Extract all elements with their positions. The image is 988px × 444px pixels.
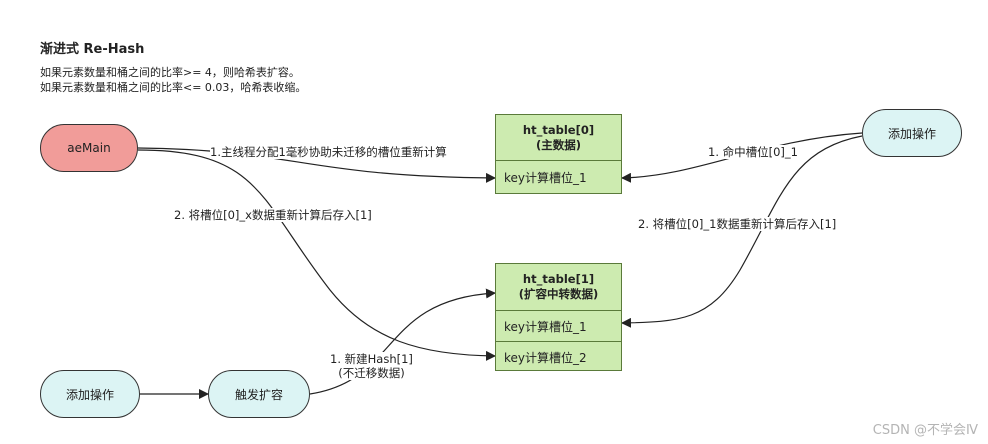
ht-table-0-name: ht_table[0] [522, 122, 595, 137]
watermark: CSDN @不学会Ⅳ [872, 423, 978, 438]
ht-table-0: ht_table[0] (主数据) key计算槽位_1 [495, 114, 622, 194]
edge-label-trigger-line-2: (不迁移数据) [338, 366, 405, 380]
trigger-expand-node: 触发扩容 [208, 370, 310, 418]
ht-table-1-row-2: key计算槽位_2 [504, 350, 587, 365]
edge-label-trigger-line-1: 1. 新建Hash[1] [330, 352, 413, 366]
edge-label-main-to-table0: 1.主线程分配1毫秒协助未迁移的槽位重新计算 [210, 145, 447, 159]
ht-table-1: ht_table[1] (扩容中转数据) key计算槽位_1 key计算槽位_2 [495, 263, 622, 371]
edge-main-to-table0 [137, 147, 496, 183]
edge-label-add-to-table0: 1. 命中槽位[0]_1 [708, 145, 798, 159]
ht-table-1-header: ht_table[1] (扩容中转数据) [496, 264, 621, 311]
ht-table-0-row-1: key计算槽位_1 [504, 171, 587, 185]
aemain-node: aeMain [40, 124, 138, 172]
add-operation-node-top: 添加操作 [862, 109, 962, 157]
edge-label-add-to-table1: 2. 将槽位[0]_1数据重新计算后存入[1] [638, 217, 837, 231]
desc-line-1: 如果元素数量和桶之间的比率>= 4，则哈希表扩容。 [40, 66, 300, 79]
add-operation-node-bottom: 添加操作 [40, 370, 140, 418]
edge-label-trigger-to-table1: 1. 新建Hash[1] (不迁移数据) [330, 352, 413, 380]
ht-table-1-name: ht_table[1] [522, 272, 595, 286]
edge-add-to-table1 [621, 135, 863, 328]
ht-table-1-row-1: key计算槽位_1 [496, 311, 621, 342]
desc-line-2: 如果元素数量和桶之间的比率<= 0.03，哈希表收缩。 [40, 81, 307, 94]
edge-label-main-to-table1: 2. 将槽位[0]_x数据重新计算后存入[1] [174, 208, 372, 222]
edge-main-to-table1 [137, 149, 496, 361]
ht-table-0-subtitle: (主数据) [535, 137, 581, 152]
edge-trigger-to-table1 [309, 288, 496, 395]
ht-table-0-header: ht_table[0] (主数据) [496, 115, 621, 161]
diagram-title: 渐进式 Re-Hash [40, 42, 145, 57]
ht-table-1-subtitle: (扩容中转数据) [518, 287, 599, 301]
diagram-description: 如果元素数量和桶之间的比率>= 4，则哈希表扩容。 如果元素数量和桶之间的比率<… [40, 65, 306, 95]
